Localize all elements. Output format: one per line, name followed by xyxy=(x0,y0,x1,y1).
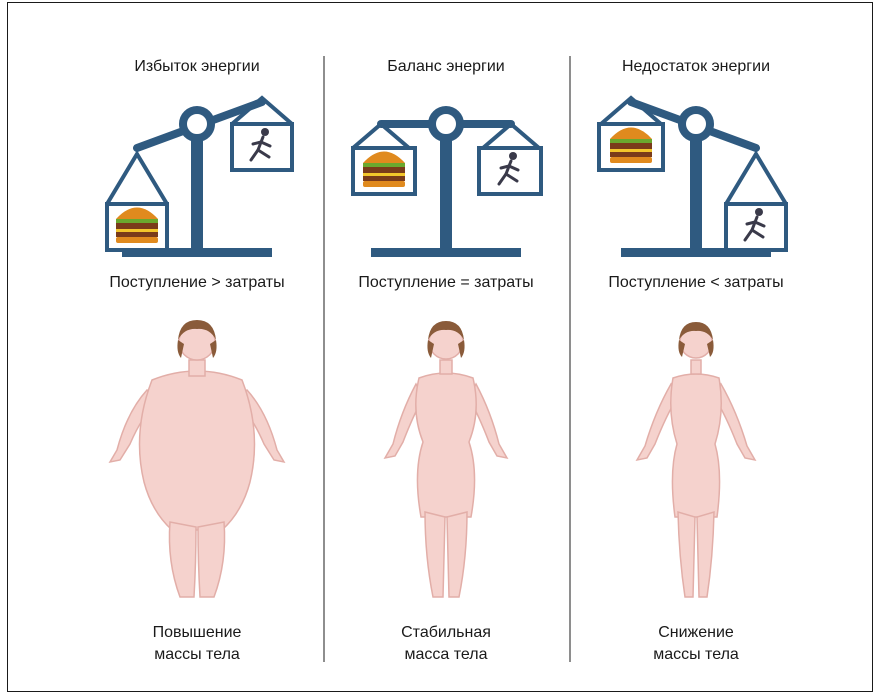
result-line-2: массы тела xyxy=(72,644,322,666)
energy-relation: Поступление = затраты xyxy=(321,274,571,292)
energy-relation: Поступление > затраты xyxy=(72,274,322,292)
scale-illustration xyxy=(571,86,821,266)
scale-illustration xyxy=(72,86,322,266)
result-caption: Снижение массы тела xyxy=(571,622,821,666)
activity-pan xyxy=(479,124,541,194)
result-line-2: массы тела xyxy=(571,644,821,666)
burger-pan xyxy=(353,124,415,194)
body-figure-thin xyxy=(571,312,821,602)
scale-illustration xyxy=(321,86,571,266)
result-line-2: масса тела xyxy=(321,644,571,666)
column-title: Баланс энергии xyxy=(321,58,571,76)
result-caption: Стабильная масса тела xyxy=(321,622,571,666)
energy-relation: Поступление < затраты xyxy=(571,274,821,292)
body-figure-normal xyxy=(321,312,571,602)
column-title: Недостаток энергии xyxy=(571,58,821,76)
head xyxy=(678,322,713,358)
body-figure-heavy xyxy=(72,312,322,602)
burger-pan xyxy=(107,154,167,250)
head xyxy=(177,320,216,360)
result-caption: Повышение массы тела xyxy=(72,622,322,666)
activity-pan xyxy=(726,154,786,250)
column-title: Избыток энергии xyxy=(72,58,322,76)
result-line-1: Стабильная xyxy=(321,622,571,644)
result-line-1: Повышение xyxy=(72,622,322,644)
result-line-1: Снижение xyxy=(571,622,821,644)
head xyxy=(427,321,464,359)
